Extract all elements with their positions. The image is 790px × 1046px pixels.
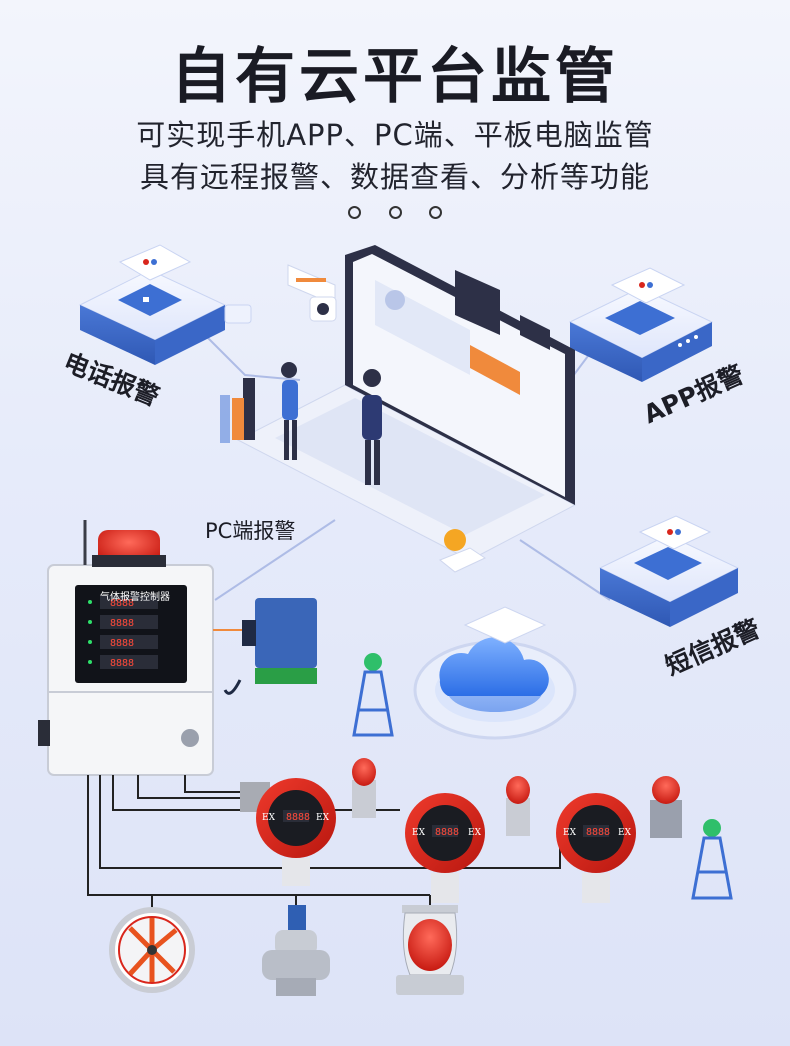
label-pc-alarm: PC端报警 bbox=[205, 519, 296, 543]
controller-display-3: 8888 bbox=[110, 638, 134, 649]
sms-alarm-server-icon bbox=[598, 515, 740, 627]
decorative-dots bbox=[0, 204, 790, 223]
gas-detector-3 bbox=[556, 776, 682, 903]
network-module bbox=[213, 598, 317, 695]
detector-2-ex: EX bbox=[412, 828, 426, 838]
controller-panel-title: 气体报警控制器 bbox=[100, 592, 170, 603]
gas-detector-2 bbox=[405, 776, 530, 903]
solenoid-valve bbox=[262, 905, 330, 996]
detector-3-display: 8888 bbox=[586, 827, 610, 838]
detector-1-display: 8888 bbox=[286, 812, 310, 823]
detector-1-ex-right: EX bbox=[316, 813, 330, 823]
detector-2-ex-right: EX bbox=[468, 828, 482, 838]
detector-2-display: 8888 bbox=[435, 827, 459, 838]
signal-tower-left bbox=[352, 653, 394, 737]
phone-alarm-server-icon bbox=[78, 244, 252, 365]
laptop-illustration bbox=[220, 245, 577, 573]
dot-icon bbox=[388, 206, 402, 219]
controller-display-1: 8888 bbox=[110, 598, 134, 609]
detector-3-ex-right: EX bbox=[618, 828, 632, 838]
subtitle-line-2: 具有远程报警、数据查看、分析等功能 bbox=[139, 160, 650, 194]
exhaust-fan bbox=[109, 907, 195, 993]
cloud-platform bbox=[413, 606, 577, 740]
controller-display-4: 8888 bbox=[110, 658, 134, 669]
dot-icon bbox=[428, 206, 442, 219]
signal-tower-right bbox=[691, 819, 733, 900]
detector-3-ex: EX bbox=[563, 828, 577, 838]
gas-alarm-controller bbox=[38, 520, 214, 776]
dot-icon bbox=[348, 206, 362, 219]
subtitle-line-1: 可实现手机APP、PC端、平板电脑监管 bbox=[136, 118, 654, 152]
explosion-proof-alarm-light bbox=[396, 905, 464, 995]
gas-detector-1 bbox=[240, 758, 376, 886]
page-title: 自有云平台监管 bbox=[171, 42, 619, 112]
controller-display-2: 8888 bbox=[110, 618, 134, 629]
detector-1-ex: EX bbox=[262, 813, 276, 823]
app-alarm-server-icon bbox=[568, 267, 714, 382]
